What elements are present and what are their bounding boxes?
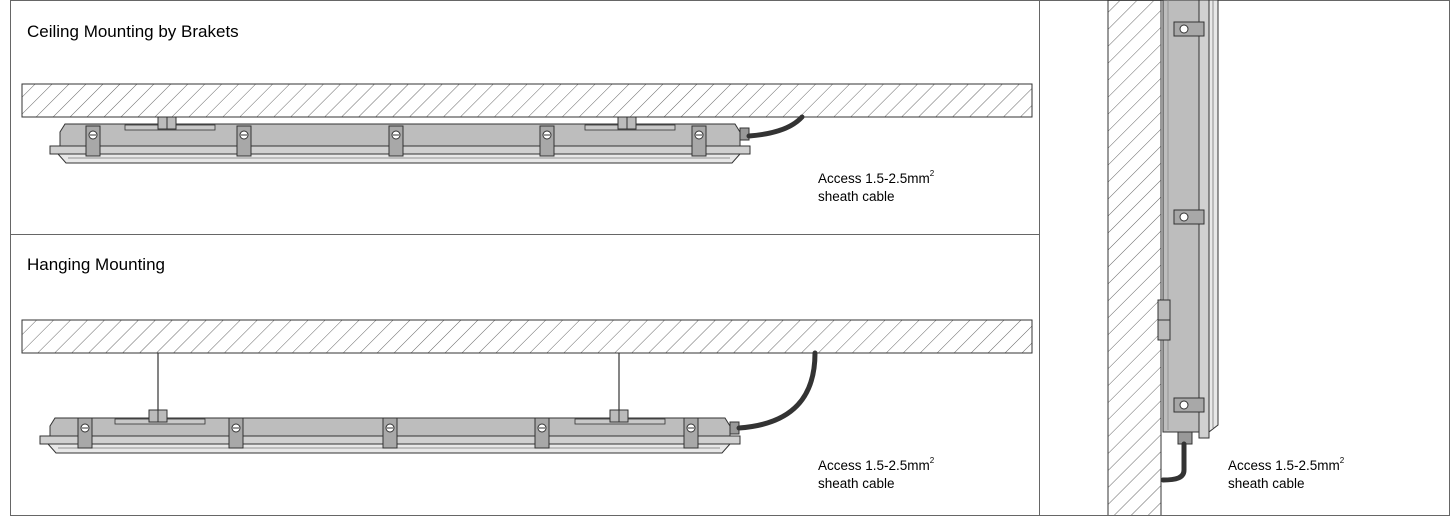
cable-note-line2: sheath cable [818,476,895,491]
cable-note-text: Access 1.5-2.5mm [818,171,930,186]
hanging-panel-title: Hanging Mounting [27,255,165,274]
cable-note-line2: sheath cable [1228,476,1305,491]
wall-slab [1107,0,1162,515]
cable-note-superscript: 2 [929,169,935,178]
ceiling-fixture-clip [388,125,404,157]
ceiling-fixture-clip [539,125,555,157]
cable-note-line2: sheath cable [818,189,895,204]
wall-cable [1160,441,1187,483]
hanging-fixture-clip [534,417,550,449]
ceiling-panel-title: Ceiling Mounting by Brakets [27,22,239,41]
hanging-bracket [148,409,168,423]
cable-note-text: Access 1.5-2.5mm [818,458,930,473]
hanging-fixture-clip [77,417,93,449]
hanging-cable-note: Access 1.5-2.5mm2 sheath cable [818,457,934,493]
hanging-cable [736,350,818,431]
ceiling-fixture-clip [236,125,252,157]
ceiling-bracket [617,116,637,130]
wall-fixture-clip [1173,21,1205,37]
ceiling-cable-note: Access 1.5-2.5mm2 sheath cable [818,170,934,206]
ceiling-slab-top [21,83,1033,118]
wall-fixture-clip [1173,397,1205,413]
ceiling-bracket [157,116,177,130]
cable-note-superscript: 2 [1339,456,1345,465]
hanging-bracket [609,409,629,423]
hanging-fixture-clip [228,417,244,449]
ceiling-fixture-clip [85,125,101,157]
ceiling-slab-hanging [21,319,1033,354]
cable-note-superscript: 2 [929,456,935,465]
cable-note-text: Access 1.5-2.5mm [1228,458,1340,473]
ceiling-fixture-clip [691,125,707,157]
hanging-fixture-clip [382,417,398,449]
hanging-fixture-clip [683,417,699,449]
wall-fixture-clip [1173,209,1205,225]
wall-cable-note: Access 1.5-2.5mm2 sheath cable [1228,457,1344,493]
wall-bracket [1157,299,1171,341]
ceiling-cable [746,114,805,139]
